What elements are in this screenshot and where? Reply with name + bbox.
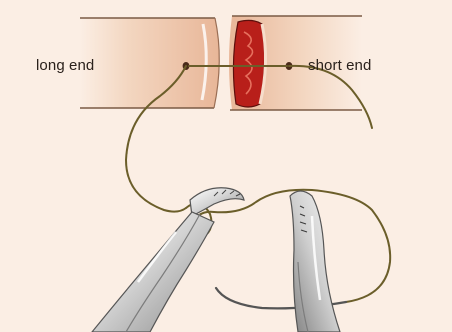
label-short-end: short end <box>308 57 371 74</box>
forceps-icon <box>290 191 340 332</box>
wound-edge <box>233 20 264 107</box>
needle-holder-icon <box>92 188 244 332</box>
label-long-end: long end <box>36 57 94 74</box>
tissue-left <box>80 18 219 108</box>
